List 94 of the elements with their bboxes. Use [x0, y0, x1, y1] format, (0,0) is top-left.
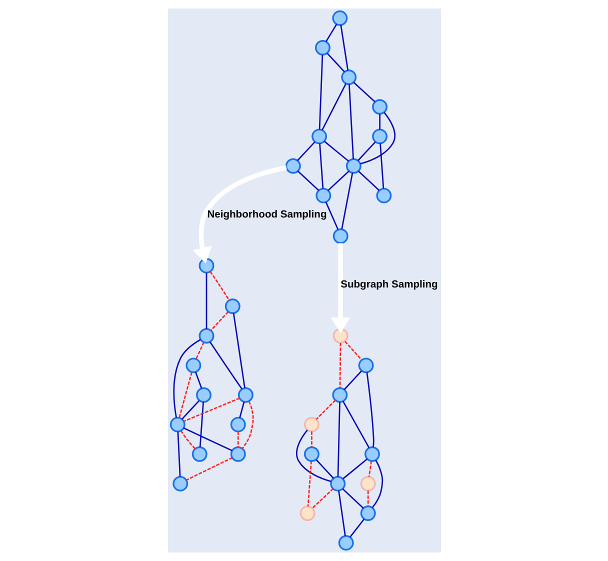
node-circle: [372, 99, 388, 115]
node-circle: [332, 387, 348, 403]
edge-label: Neighborhood Sampling: [206, 210, 326, 221]
node-circle: [315, 188, 331, 204]
connector: [343, 370, 362, 390]
connector: [186, 457, 232, 481]
connector: [342, 488, 364, 509]
connector: [336, 402, 340, 477]
node-circle: [372, 128, 388, 144]
node-circle: [360, 476, 376, 492]
arrow: [192, 165, 286, 264]
connector: [182, 427, 232, 452]
connector: [338, 490, 346, 536]
edge-label: Subgraph Sampling: [340, 280, 438, 291]
connector: [194, 342, 204, 360]
node-circle: [314, 40, 330, 56]
connector: [349, 518, 364, 538]
node-circle: [338, 535, 354, 551]
connector: [340, 172, 353, 230]
node-circle: [172, 476, 188, 492]
connector: [326, 52, 345, 72]
connector: [338, 342, 341, 388]
connector: [183, 398, 240, 422]
connector: [379, 143, 384, 189]
node-circle: [364, 446, 380, 462]
node-circle: [332, 228, 348, 244]
connector: [348, 84, 354, 160]
connector: [327, 170, 349, 191]
connector: [241, 401, 254, 449]
node-circle: [191, 446, 207, 462]
node-circle: [340, 70, 356, 86]
connector: [366, 490, 368, 506]
connector: [296, 170, 319, 191]
connector: [357, 142, 376, 162]
node-circle: [230, 416, 246, 432]
node-circle: [196, 387, 211, 403]
connector: [323, 140, 348, 162]
connector: [357, 170, 380, 191]
node-circle: [198, 258, 214, 274]
node-circle: [230, 446, 246, 462]
connector: [238, 402, 244, 418]
connector: [236, 432, 238, 448]
node-circle: [345, 158, 361, 174]
node-circle: [311, 128, 327, 144]
connector: [296, 142, 315, 162]
connector: [366, 372, 374, 448]
node-circle: [360, 506, 376, 521]
connector: [306, 460, 312, 506]
connector: [371, 460, 383, 508]
connector: [352, 82, 375, 102]
connector: [205, 272, 207, 329]
connector: [378, 114, 380, 130]
connector: [209, 342, 242, 390]
node-circle: [303, 446, 319, 462]
connector: [321, 83, 346, 130]
node-circle: [198, 328, 214, 344]
node-circle: [299, 506, 315, 521]
connector: [315, 400, 336, 420]
node-circle: [332, 10, 348, 26]
connector: [180, 430, 196, 450]
connector: [340, 24, 348, 71]
connector: [176, 432, 180, 477]
node-circle: [185, 358, 201, 374]
connector: [324, 24, 337, 42]
connector: [324, 202, 338, 230]
node-circle: [358, 358, 374, 374]
connector: [360, 112, 396, 164]
connector: [232, 313, 245, 388]
connector: [172, 339, 200, 418]
node-circle: [330, 476, 346, 492]
node-circle: [332, 328, 348, 344]
connector: [342, 458, 368, 480]
connector: [198, 402, 204, 448]
node-circle: [224, 298, 240, 314]
connector: [318, 54, 323, 130]
connector: [342, 400, 370, 448]
connector: [209, 271, 230, 300]
connector: [318, 143, 324, 189]
node-circle: [284, 158, 300, 174]
connector: [344, 341, 362, 360]
connector: [210, 311, 228, 331]
connector: [178, 372, 192, 418]
connector: [194, 372, 202, 389]
connector: [368, 460, 372, 477]
node-circle: [169, 416, 185, 432]
node-circle: [376, 188, 392, 204]
connector: [180, 400, 200, 420]
arrow: [330, 243, 350, 334]
connector: [295, 430, 331, 482]
connector: [311, 488, 334, 509]
connector: [310, 432, 312, 448]
node-circle: [237, 387, 253, 403]
node-circle: [303, 416, 319, 432]
connector: [315, 459, 334, 479]
